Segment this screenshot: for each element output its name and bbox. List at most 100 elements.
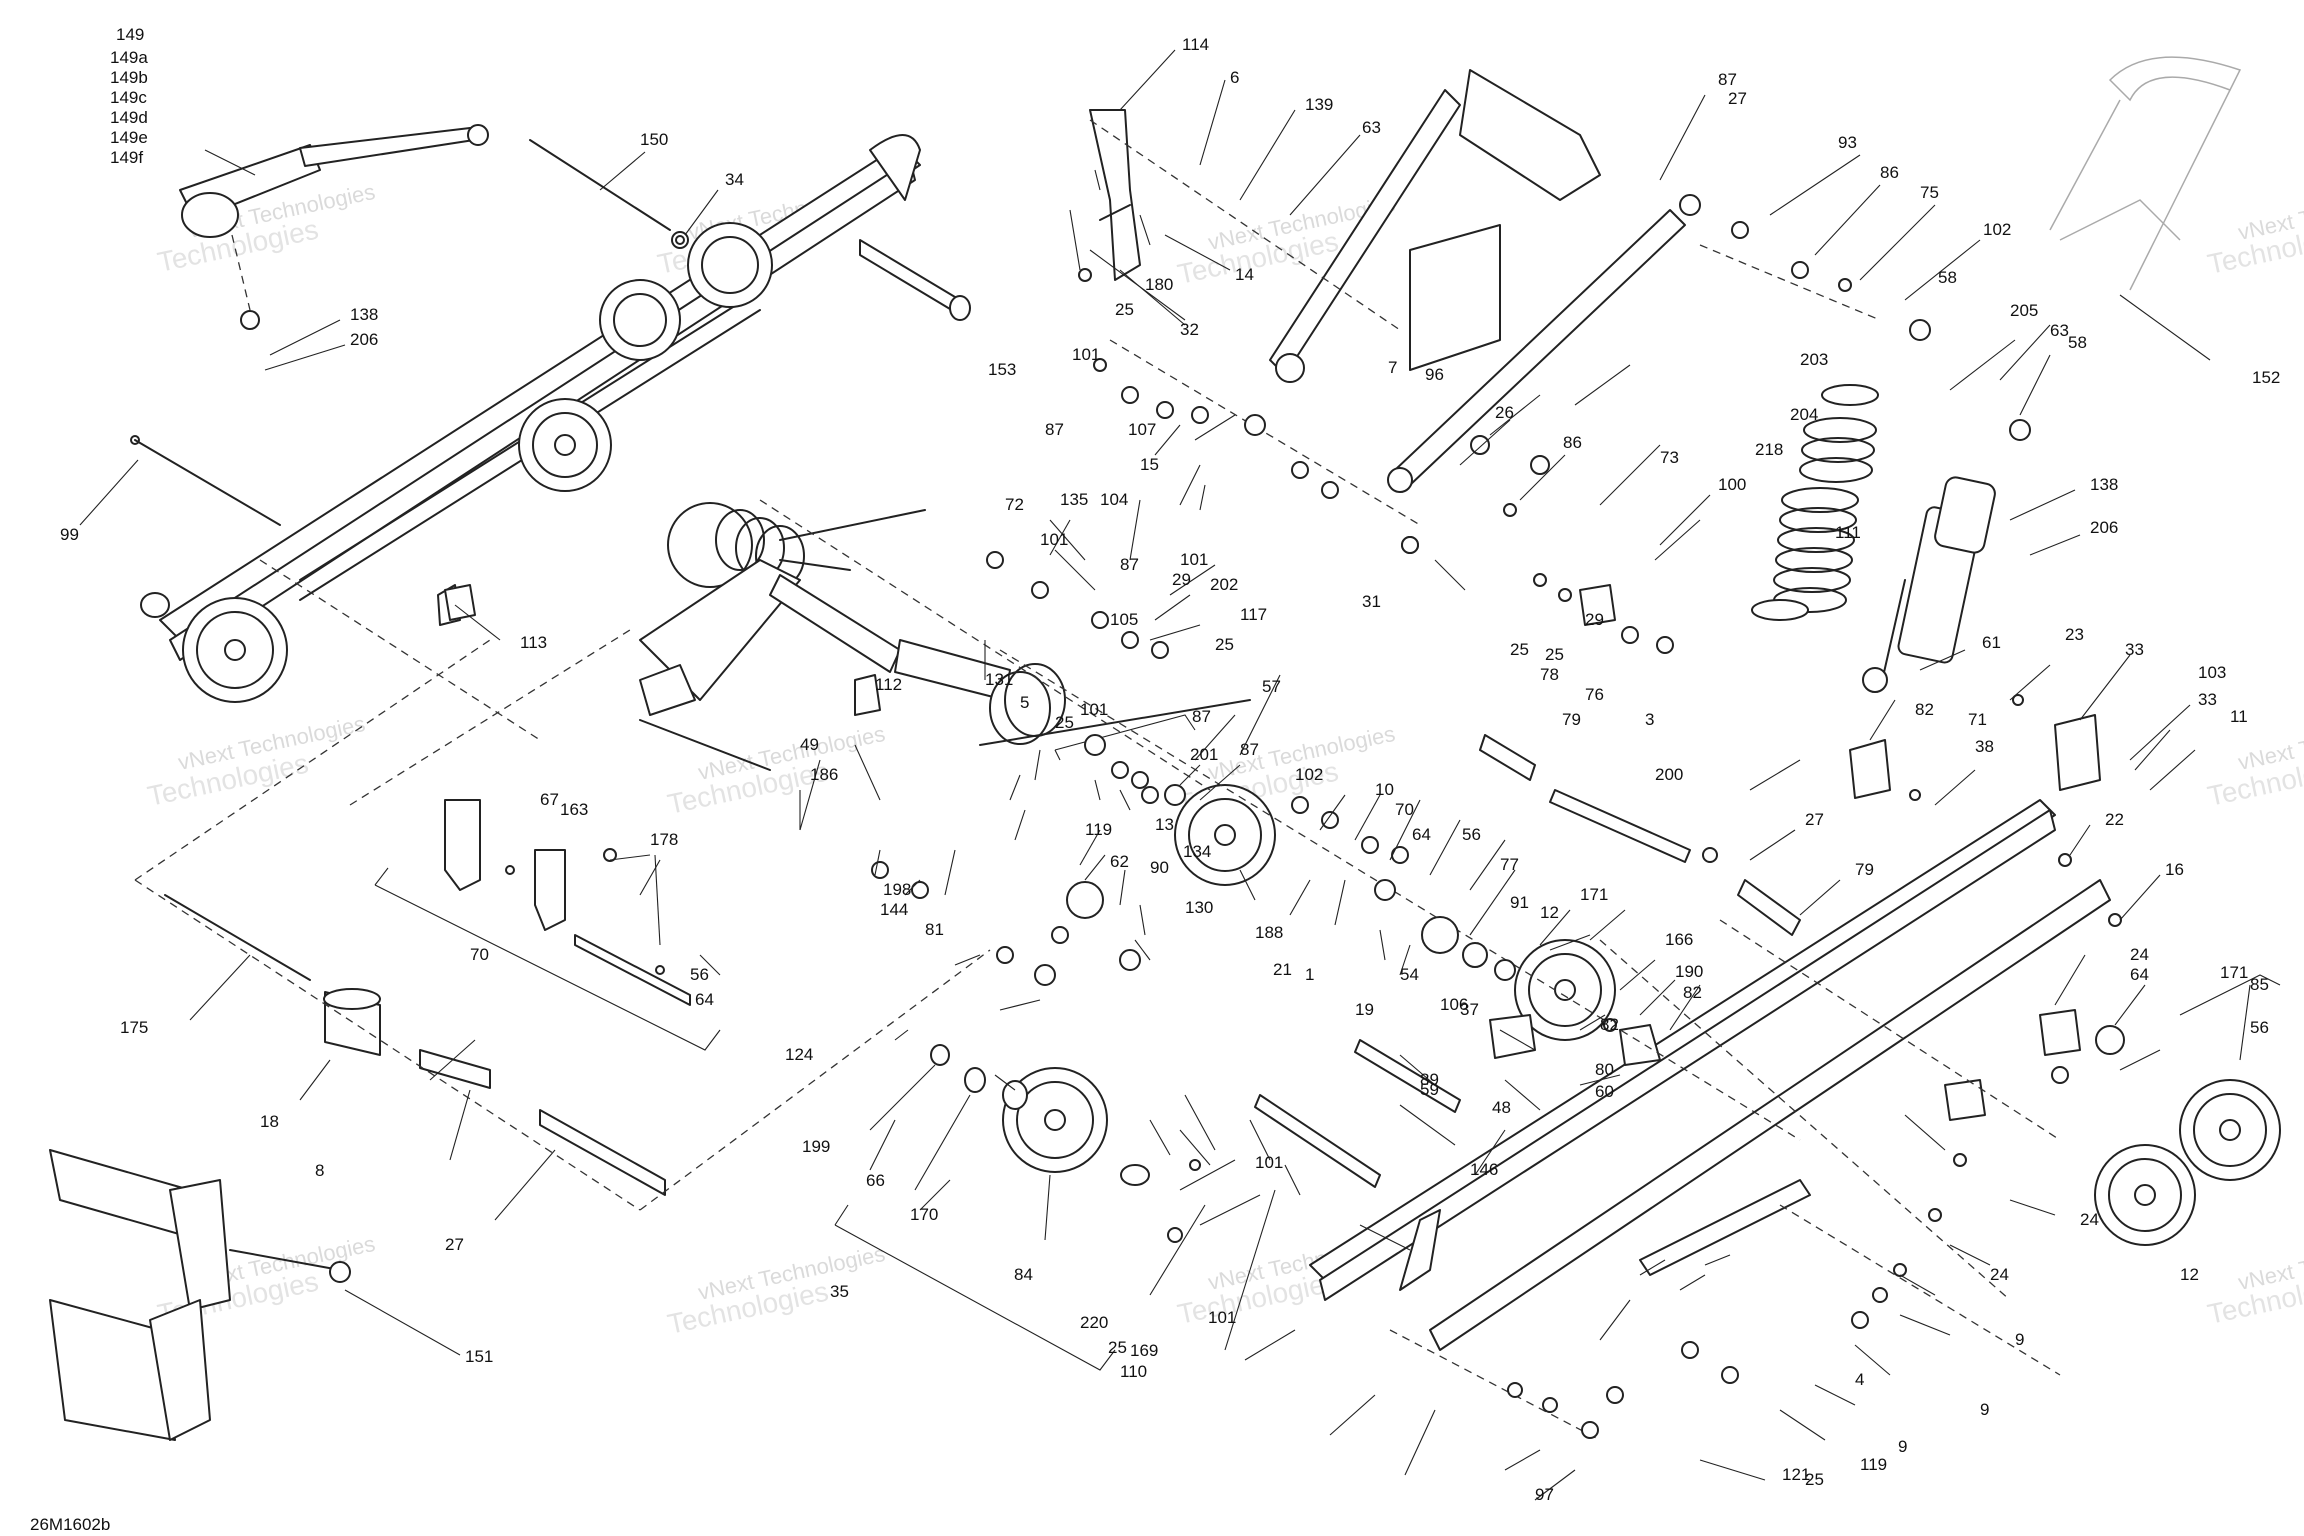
lower-left-shafts bbox=[164, 894, 666, 1196]
callout-33: 33 bbox=[2198, 690, 2217, 709]
callout-25: 25 bbox=[1115, 300, 1134, 319]
callout-4: 4 bbox=[1855, 1370, 1864, 1389]
callout-104: 104 bbox=[1100, 490, 1128, 509]
callout-29: 29 bbox=[1585, 610, 1604, 629]
callout-56: 56 bbox=[1462, 825, 1481, 844]
callout-102: 102 bbox=[1295, 765, 1323, 784]
callout-84: 84 bbox=[1014, 1265, 1033, 1284]
callout-180: 180 bbox=[1145, 275, 1173, 294]
callout-86: 86 bbox=[1880, 163, 1899, 182]
callout-70: 70 bbox=[470, 945, 489, 964]
callout-138: 138 bbox=[2090, 475, 2118, 494]
callout-49: 49 bbox=[800, 735, 819, 754]
callout-27: 27 bbox=[1728, 89, 1747, 108]
callout-113: 113 bbox=[520, 633, 547, 652]
callout-130: 130 bbox=[1185, 898, 1213, 917]
callout-16: 16 bbox=[2165, 860, 2184, 879]
callout-32: 32 bbox=[1180, 320, 1199, 339]
callout-149: 149 bbox=[116, 25, 144, 44]
fasteners bbox=[505, 221, 2125, 1439]
callout-101: 101 bbox=[1080, 700, 1108, 719]
rear-arm-frame bbox=[1269, 69, 1701, 493]
callout-75: 75 bbox=[1920, 183, 1939, 202]
callout-14: 14 bbox=[1235, 265, 1254, 284]
callout-3: 3 bbox=[1645, 710, 1654, 729]
callout-82: 82 bbox=[1683, 983, 1702, 1002]
callout-labels-list: 1503413820699113114613963143225180153101… bbox=[60, 35, 2280, 1504]
callout-101: 101 bbox=[1208, 1308, 1236, 1327]
callout-139: 139 bbox=[1305, 95, 1333, 114]
callout-101: 101 bbox=[1180, 550, 1208, 569]
callout-96: 96 bbox=[1425, 365, 1444, 384]
callout-1: 1 bbox=[1305, 965, 1314, 984]
front-arm-114 bbox=[1089, 109, 1141, 281]
rear-shock bbox=[1862, 319, 2031, 693]
callout-106: 106 bbox=[1440, 995, 1468, 1014]
callout-80: 80 bbox=[1595, 1060, 1614, 1079]
callout-153: 153 bbox=[988, 360, 1016, 379]
callout-220: 220 bbox=[1080, 1313, 1108, 1332]
callout-63: 63 bbox=[1362, 118, 1381, 137]
callout-89: 89 bbox=[1420, 1070, 1439, 1089]
callout-93: 93 bbox=[1838, 133, 1857, 152]
callout-24: 24 bbox=[2130, 945, 2149, 964]
callout-111: 111 bbox=[1835, 523, 1861, 542]
callout-119: 119 bbox=[1085, 820, 1112, 839]
callout-200: 200 bbox=[1655, 765, 1683, 784]
callout-149e: 149e bbox=[110, 128, 148, 147]
callout-105: 105 bbox=[1110, 610, 1138, 629]
callout-73: 73 bbox=[1660, 448, 1679, 467]
shock-absorber-149 bbox=[179, 124, 489, 330]
callout-57: 57 bbox=[1262, 677, 1281, 696]
callout-60: 60 bbox=[1595, 1082, 1614, 1101]
callout-58: 58 bbox=[1938, 268, 1957, 287]
leader-lines bbox=[79, 49, 2251, 1501]
callout-102: 102 bbox=[1983, 220, 2011, 239]
callout-35: 35 bbox=[830, 1282, 849, 1301]
callout-9: 9 bbox=[1898, 1437, 1907, 1456]
brackets-misc bbox=[444, 584, 2101, 1121]
callout-67: 67 bbox=[540, 790, 559, 809]
callout-149b: 149b bbox=[110, 68, 148, 87]
callout-66: 66 bbox=[866, 1171, 885, 1190]
frame-reference bbox=[2049, 56, 2242, 291]
callout-149-stack: 149 149a 149b 149c 149d 149e 149f bbox=[110, 25, 148, 167]
callout-138: 138 bbox=[350, 305, 378, 324]
callout-54: 54 bbox=[1400, 965, 1419, 984]
callout-76: 76 bbox=[1585, 685, 1604, 704]
callout-59: 59 bbox=[1420, 1080, 1439, 1099]
callout-56: 56 bbox=[2250, 1018, 2269, 1037]
callout-150: 150 bbox=[640, 130, 668, 149]
callout-135: 135 bbox=[1060, 490, 1088, 509]
callout-119: 119 bbox=[1860, 1455, 1887, 1474]
diagram-code: 26M1602b bbox=[30, 1515, 110, 1534]
callout-90: 90 bbox=[1150, 858, 1169, 877]
callout-82: 82 bbox=[1915, 700, 1934, 719]
callout-25: 25 bbox=[1545, 645, 1564, 664]
callout-206: 206 bbox=[350, 330, 378, 349]
callout-25: 25 bbox=[1510, 640, 1529, 659]
callout-134: 134 bbox=[1183, 842, 1211, 861]
sliders bbox=[1254, 734, 1801, 1188]
callout-23: 23 bbox=[2065, 625, 2084, 644]
callout-82: 82 bbox=[1600, 1015, 1619, 1034]
callout-110: 110 bbox=[1120, 1362, 1147, 1381]
callout-11: 11 bbox=[2230, 707, 2248, 726]
callout-101: 101 bbox=[1072, 345, 1100, 364]
callout-206: 206 bbox=[2090, 518, 2118, 537]
callout-31: 31 bbox=[1362, 592, 1381, 611]
callout-24: 24 bbox=[2080, 1210, 2099, 1229]
group-brackets bbox=[374, 714, 2281, 1371]
callout-64: 64 bbox=[1412, 825, 1431, 844]
callout-114: 114 bbox=[1182, 35, 1209, 54]
callout-25: 25 bbox=[1055, 713, 1074, 732]
callout-7: 7 bbox=[1388, 358, 1397, 377]
callout-87: 87 bbox=[1045, 420, 1064, 439]
callout-175: 175 bbox=[120, 1018, 148, 1037]
callout-63: 63 bbox=[2050, 321, 2069, 340]
callout-199: 199 bbox=[802, 1137, 830, 1156]
right-rail-170 bbox=[1309, 799, 2111, 1351]
drive-axle-163 bbox=[49, 1149, 351, 1441]
callout-8: 8 bbox=[315, 1161, 324, 1180]
